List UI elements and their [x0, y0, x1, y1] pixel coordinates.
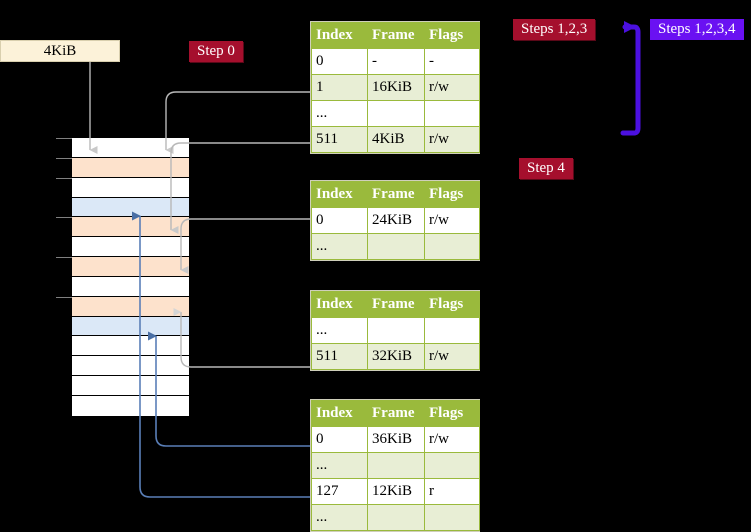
- memory-frame-row: [72, 336, 189, 357]
- table-cell: [424, 504, 480, 531]
- table-cell: ...: [311, 504, 368, 531]
- table-cell: 16KiB: [367, 74, 425, 101]
- physical-memory-column: [56, 137, 190, 416]
- column-header-index: Index: [311, 400, 368, 427]
- badge-steps-1-2-3: Steps 1,2,3: [513, 19, 596, 40]
- badge-steps-1-2-3-4: Steps 1,2,3,4: [650, 19, 744, 40]
- column-header-flags: Flags: [424, 181, 480, 208]
- memory-tick-mark: [56, 296, 72, 298]
- table-cell: ...: [311, 317, 368, 344]
- memory-tick-mark: [56, 157, 72, 159]
- table-cell: [367, 317, 425, 344]
- table-cell: ...: [311, 100, 368, 127]
- table-row: ...: [311, 504, 480, 531]
- column-header-index: Index: [311, 22, 368, 49]
- table-cell: 24KiB: [367, 207, 425, 234]
- table-cell: 12KiB: [367, 478, 425, 505]
- table-cell: 0: [311, 48, 368, 75]
- table-cell: r/w: [424, 426, 480, 453]
- table-cell: [424, 233, 480, 260]
- memory-tick-mark: [56, 177, 72, 179]
- table-cell: r/w: [424, 343, 480, 370]
- table-cell: 32KiB: [367, 343, 425, 370]
- table-cell: 511: [311, 126, 368, 153]
- table-cell: 1: [311, 74, 368, 101]
- table-cell: [424, 100, 480, 127]
- memory-frame-row: [72, 376, 189, 396]
- table-cell: 0: [311, 207, 368, 234]
- table-cell: [367, 233, 425, 260]
- memory-frame-row: [72, 237, 189, 258]
- table-row: ...: [311, 233, 480, 260]
- badge-step-0: Step 0: [189, 41, 243, 62]
- table-row: ...: [311, 317, 480, 344]
- table-cell: r: [424, 478, 480, 505]
- table-cell: [367, 452, 425, 479]
- table-cell: -: [424, 48, 480, 75]
- column-header-flags: Flags: [424, 400, 480, 427]
- table-cell: [424, 452, 480, 479]
- table-cell: -: [367, 48, 425, 75]
- table-cell: ...: [311, 452, 368, 479]
- table-cell: 36KiB: [367, 426, 425, 453]
- memory-frame-row: [56, 257, 189, 277]
- table-cell: 127: [311, 478, 368, 505]
- purple-step-bracket: [620, 21, 641, 136]
- column-header-flags: Flags: [424, 291, 480, 318]
- table-cell: [424, 317, 480, 344]
- column-header-index: Index: [311, 291, 368, 318]
- size-box-4kib: 4KiB: [0, 40, 120, 62]
- table-cell: ...: [311, 233, 368, 260]
- memory-tick-mark: [56, 257, 72, 259]
- table-cell: r/w: [424, 74, 480, 101]
- column-header-frame: Frame: [367, 181, 425, 208]
- memory-tick-mark: [56, 217, 72, 219]
- column-header-frame: Frame: [367, 22, 425, 49]
- table-cell: r/w: [424, 207, 480, 234]
- memory-frame-row: [56, 157, 189, 178]
- table-cell: r/w: [424, 126, 480, 153]
- memory-frame-row: [56, 217, 189, 238]
- table-row: 0--: [311, 48, 480, 75]
- table-row: ...: [311, 452, 480, 479]
- column-header-frame: Frame: [367, 400, 425, 427]
- memory-frame-row: [72, 197, 189, 218]
- memory-frame-row: [56, 177, 189, 198]
- memory-frame-row: [56, 138, 189, 158]
- column-header-flags: Flags: [424, 22, 480, 49]
- table-cell: [367, 100, 425, 127]
- memory-frame-row: [72, 276, 189, 297]
- table-cell: 511: [311, 343, 368, 370]
- memory-frame-row: [72, 356, 189, 377]
- size-box-label: 4KiB: [43, 42, 77, 59]
- table-cell: [367, 504, 425, 531]
- column-header-frame: Frame: [367, 291, 425, 318]
- table-cell: 4KiB: [367, 126, 425, 153]
- table-row: ...: [311, 100, 480, 127]
- badge-step-4: Step 4: [519, 158, 573, 179]
- memory-frame-row: [72, 316, 189, 337]
- memory-frame-row: [72, 395, 189, 416]
- table-cell: 0: [311, 426, 368, 453]
- column-header-index: Index: [311, 181, 368, 208]
- memory-frame-row: [56, 296, 189, 317]
- memory-tick-mark: [56, 138, 72, 139]
